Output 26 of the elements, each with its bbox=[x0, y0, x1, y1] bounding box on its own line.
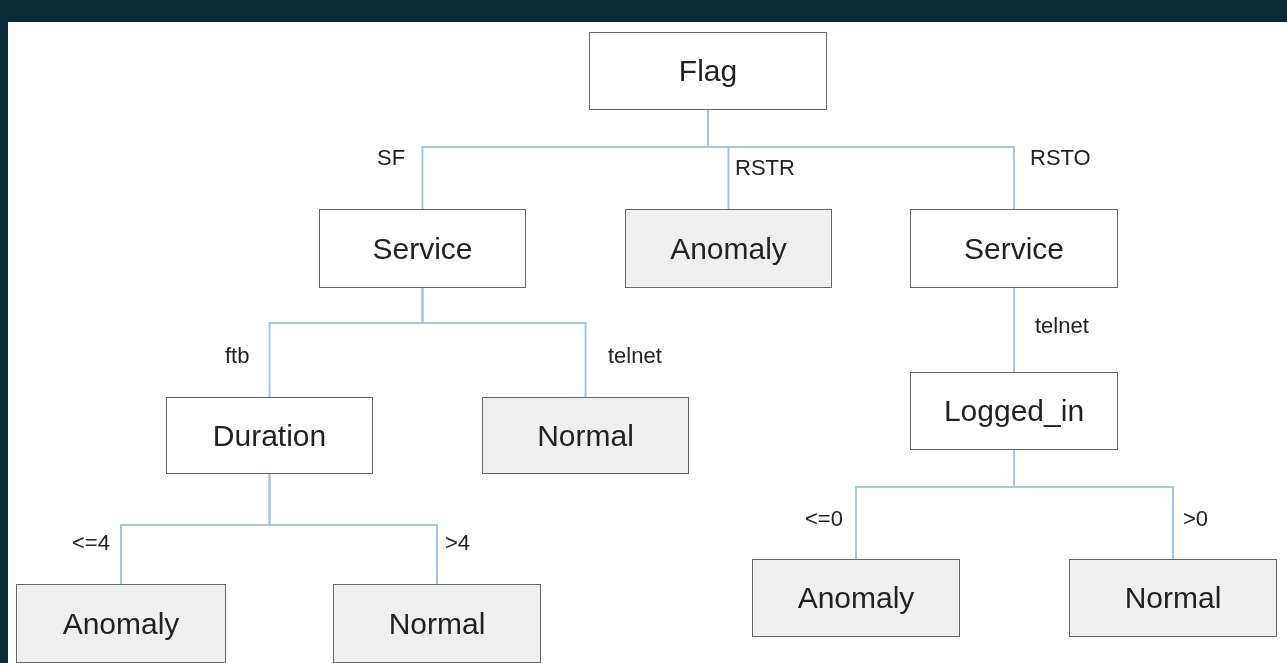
node-label: Normal bbox=[1124, 581, 1222, 615]
node-label: Service bbox=[372, 231, 473, 266]
decision-box bbox=[319, 209, 526, 288]
decision-box bbox=[589, 32, 827, 110]
decision-box bbox=[910, 372, 1118, 450]
leaf-box bbox=[752, 559, 960, 637]
leaf-box bbox=[1069, 559, 1277, 637]
connector-line bbox=[1013, 287, 1015, 373]
node-label: Normal bbox=[388, 606, 486, 641]
node-label: Duration bbox=[212, 418, 327, 453]
leaf-box bbox=[16, 584, 226, 663]
connector-line bbox=[421, 287, 587, 398]
leaf-box bbox=[333, 584, 541, 663]
node-label: Anomaly bbox=[797, 581, 915, 615]
decision-box bbox=[910, 209, 1118, 288]
node-label: Anomaly bbox=[62, 606, 180, 641]
decision-box bbox=[166, 397, 373, 474]
leaf-box bbox=[482, 397, 689, 474]
leaf-box bbox=[625, 209, 832, 288]
node-label: Logged_in bbox=[943, 394, 1085, 428]
node-label: Anomaly bbox=[670, 231, 787, 266]
node-label: Normal bbox=[537, 418, 634, 453]
connector-line bbox=[268, 473, 438, 585]
node-label: Service bbox=[963, 231, 1064, 266]
node-label: Flag bbox=[678, 54, 738, 88]
connector-line bbox=[1013, 449, 1174, 560]
